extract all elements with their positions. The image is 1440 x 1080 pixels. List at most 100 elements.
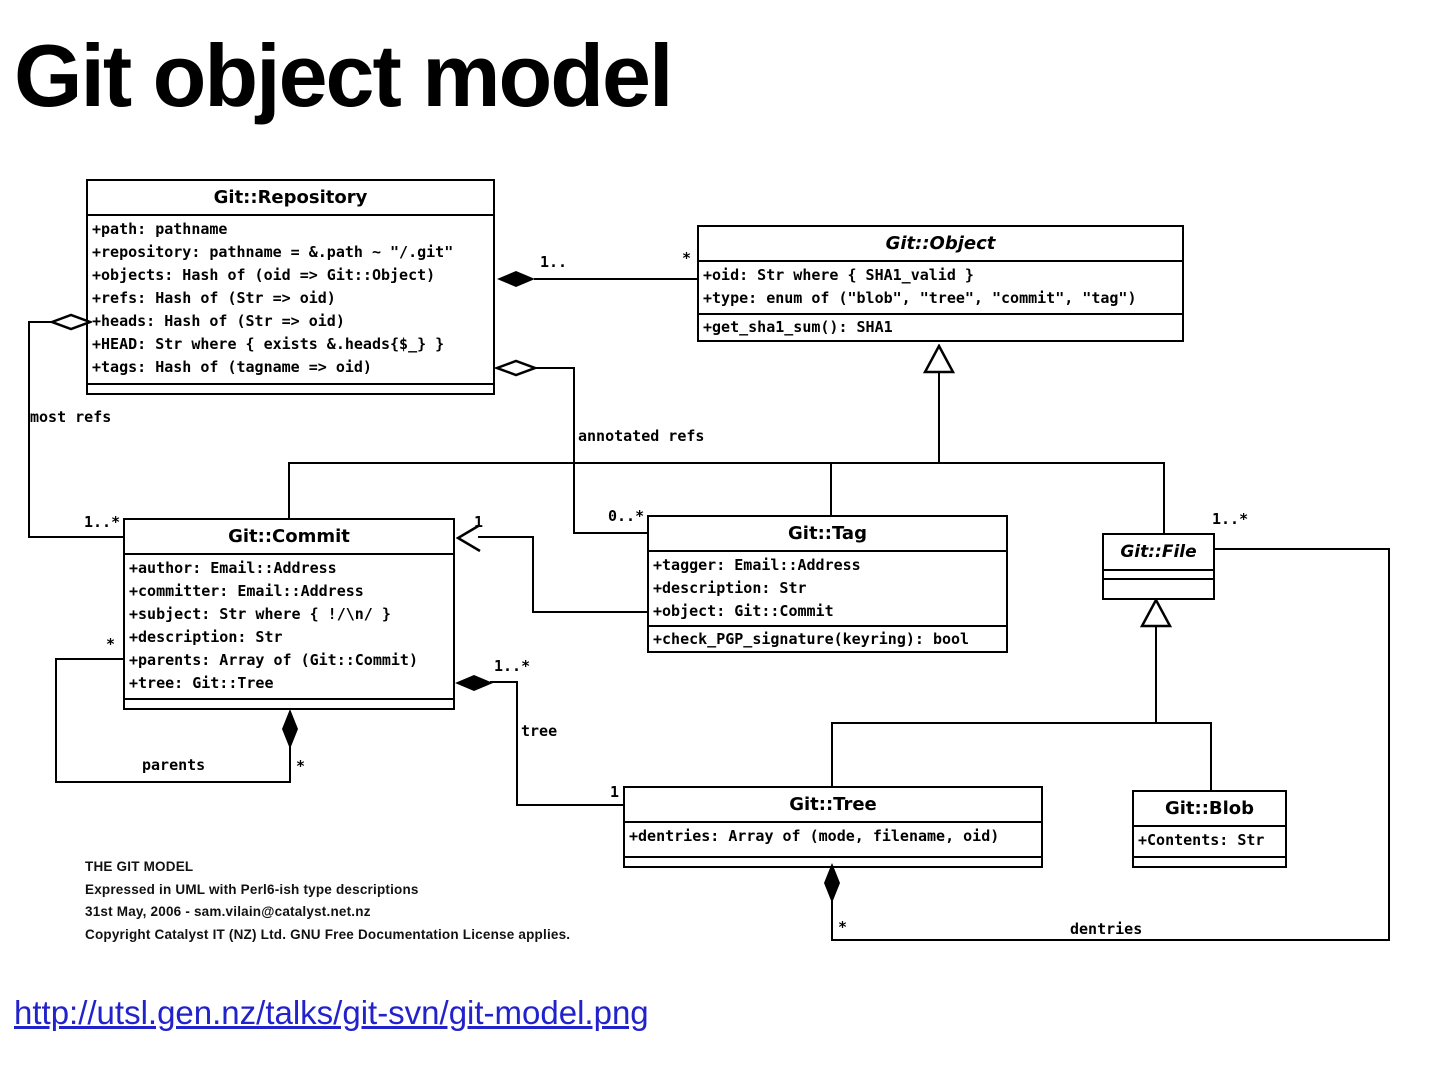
edge-label: parents bbox=[142, 756, 206, 774]
connector-line bbox=[28, 321, 30, 538]
multiplicity-label: 0..* bbox=[608, 507, 645, 525]
class-attributes: +tagger: Email::Address +description: St… bbox=[649, 552, 1006, 625]
connector-line bbox=[490, 681, 518, 683]
note-line: THE GIT MODEL bbox=[85, 859, 194, 874]
connector-line bbox=[831, 722, 833, 788]
attribute-row: +tagger: Email::Address bbox=[653, 556, 861, 574]
multiplicity-label: * bbox=[106, 635, 116, 653]
multiplicity-label: 1..* bbox=[1212, 510, 1249, 528]
attribute-row: +refs: Hash of (Str => oid) bbox=[92, 289, 336, 307]
connector-line bbox=[28, 321, 53, 323]
attribute-row: +Contents: Str bbox=[1138, 831, 1265, 849]
class-box-tag: Git::Tag +tagger: Email::Address +descri… bbox=[647, 515, 1008, 653]
class-methods: +check_PGP_signature(keyring): bool bbox=[649, 625, 1006, 652]
class-box-tree: Git::Tree +dentries: Array of (mode, fil… bbox=[623, 786, 1043, 868]
class-box-file: Git::File bbox=[1102, 533, 1215, 600]
method-row: +get_sha1_sum(): SHA1 bbox=[703, 318, 893, 336]
attribute-row: +committer: Email::Address bbox=[129, 582, 364, 600]
composition-diamond-icon bbox=[824, 863, 840, 903]
class-attributes: +Contents: Str bbox=[1134, 827, 1285, 856]
attribute-row: +oid: Str where { SHA1_valid } bbox=[703, 266, 974, 284]
multiplicity-label: 1 bbox=[474, 513, 484, 531]
connector-line bbox=[289, 746, 291, 783]
generalization-triangle-icon bbox=[923, 344, 955, 374]
connector-line bbox=[1155, 626, 1157, 724]
class-attributes: +author: Email::Address +committer: Emai… bbox=[125, 555, 453, 698]
connector-line bbox=[55, 658, 57, 783]
class-title: Git::Object bbox=[699, 227, 1182, 262]
page-title: Git object model bbox=[14, 26, 673, 125]
connector-line bbox=[55, 781, 291, 783]
class-methods-empty bbox=[1134, 856, 1285, 866]
generalization-triangle-icon bbox=[1140, 598, 1172, 628]
attribute-row: +description: Str bbox=[129, 628, 283, 646]
connector-line bbox=[532, 611, 649, 613]
edge-label: annotated refs bbox=[578, 427, 705, 445]
class-attributes: +oid: Str where { SHA1_valid } +type: en… bbox=[699, 262, 1182, 313]
multiplicity-label: 1..* bbox=[494, 657, 531, 675]
connector-line bbox=[516, 681, 518, 806]
connector-line bbox=[938, 373, 940, 464]
edge-label: most refs bbox=[30, 408, 112, 426]
attribute-row: +subject: Str where { !/\n/ } bbox=[129, 605, 391, 623]
connector-line bbox=[1163, 462, 1165, 535]
class-methods-empty bbox=[625, 856, 1041, 866]
note-line: Copyright Catalyst IT (NZ) Ltd. GNU Free… bbox=[85, 926, 571, 942]
connector-line bbox=[535, 367, 575, 369]
connector-line bbox=[573, 532, 649, 534]
class-title: Git::Tree bbox=[625, 788, 1041, 823]
multiplicity-label: * bbox=[296, 757, 306, 775]
class-title: Git::Blob bbox=[1134, 792, 1285, 827]
edge-label: dentries bbox=[1070, 920, 1143, 938]
class-methods: +get_sha1_sum(): SHA1 bbox=[699, 313, 1182, 340]
connector-line bbox=[478, 536, 534, 538]
note-line: 31st May, 2006 - sam.vilain@catalyst.net… bbox=[85, 904, 371, 919]
attribute-row: +object: Git::Commit bbox=[653, 602, 834, 620]
connector-line bbox=[831, 722, 1212, 724]
connector-line bbox=[516, 804, 625, 806]
aggregation-diamond-icon bbox=[495, 359, 537, 377]
connector-line bbox=[1210, 722, 1212, 792]
edge-label: tree bbox=[521, 722, 558, 740]
class-title: Git::Tag bbox=[649, 517, 1006, 552]
connector-line bbox=[28, 536, 125, 538]
source-link[interactable]: http://utsl.gen.nz/talks/git-svn/git-mod… bbox=[14, 994, 649, 1031]
connector-line bbox=[1388, 548, 1390, 941]
connector-line bbox=[830, 462, 832, 517]
attribute-row: +author: Email::Address bbox=[129, 559, 337, 577]
class-methods-empty bbox=[1104, 578, 1213, 587]
connector-line bbox=[288, 462, 290, 520]
attribute-row: +HEAD: Str where { exists &.heads{$_} } bbox=[92, 335, 445, 353]
attribute-row: +parents: Array of (Git::Commit) bbox=[129, 651, 418, 669]
connector-line bbox=[55, 658, 125, 660]
class-box-blob: Git::Blob +Contents: Str bbox=[1132, 790, 1287, 868]
class-box-object: Git::Object +oid: Str where { SHA1_valid… bbox=[697, 225, 1184, 342]
method-row: +check_PGP_signature(keyring): bool bbox=[653, 630, 970, 648]
class-title: Git::File bbox=[1120, 542, 1197, 562]
class-methods-empty bbox=[125, 698, 453, 708]
composition-diamond-icon bbox=[282, 709, 298, 749]
attribute-row: +repository: pathname = &.path ~ "/.git" bbox=[92, 243, 454, 261]
connector-line bbox=[573, 367, 575, 534]
multiplicity-label: * bbox=[838, 918, 848, 936]
connector-line bbox=[1213, 548, 1390, 550]
attribute-row: +type: enum of ("blob", "tree", "commit"… bbox=[703, 289, 1137, 307]
multiplicity-label: * bbox=[682, 249, 692, 267]
attribute-row: +description: Str bbox=[653, 579, 807, 597]
multiplicity-label: 1.. bbox=[540, 253, 568, 271]
attribute-row: +heads: Hash of (Str => oid) bbox=[92, 312, 345, 330]
aggregation-diamond-icon bbox=[50, 313, 92, 331]
class-title: Git::Repository bbox=[88, 181, 493, 216]
class-box-commit: Git::Commit +author: Email::Address +com… bbox=[123, 518, 455, 710]
note-line: Expressed in UML with Perl6-ish type des… bbox=[85, 881, 419, 897]
connector-line bbox=[532, 536, 534, 613]
connector-line bbox=[831, 939, 1390, 941]
diagram-notes: THE GIT MODEL Expressed in UML with Perl… bbox=[85, 856, 570, 946]
association-arrow-icon bbox=[456, 523, 481, 553]
class-methods-empty bbox=[88, 383, 493, 393]
attribute-row: +tags: Hash of (tagname => oid) bbox=[92, 358, 372, 376]
multiplicity-label: 1..* bbox=[84, 513, 121, 531]
connector-line bbox=[288, 462, 1165, 464]
class-attributes: +dentries: Array of (mode, filename, oid… bbox=[625, 823, 1041, 856]
